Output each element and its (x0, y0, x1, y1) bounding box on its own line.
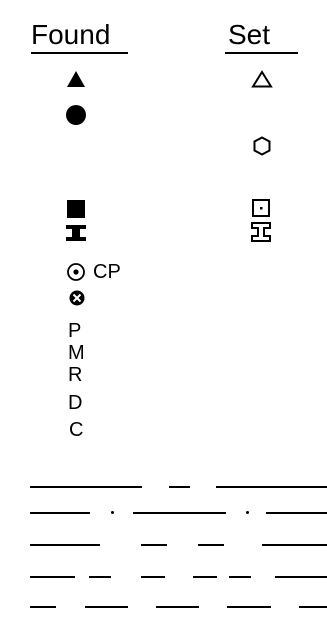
p-label: P (68, 320, 82, 342)
open-i-beam-icon (251, 222, 271, 242)
filled-circle-icon (65, 104, 87, 126)
found-header-underline (31, 52, 128, 54)
circle-dot-icon (66, 262, 86, 282)
c-label: C (69, 419, 84, 441)
square-dot-icon (252, 199, 270, 217)
open-hexagon-icon (253, 136, 271, 156)
d-label: D (68, 392, 83, 414)
found-header: Found (31, 19, 111, 50)
circle-x-icon (69, 290, 85, 306)
filled-square-icon (67, 200, 85, 218)
m-label: M (68, 342, 85, 364)
set-header: Set (228, 19, 271, 50)
open-triangle-icon (251, 70, 273, 88)
filled-triangle-icon (66, 70, 86, 88)
filled-i-beam-icon (66, 225, 86, 241)
r-label: R (68, 364, 83, 386)
set-header-underline (225, 52, 298, 54)
cp-label: CP (93, 261, 121, 283)
